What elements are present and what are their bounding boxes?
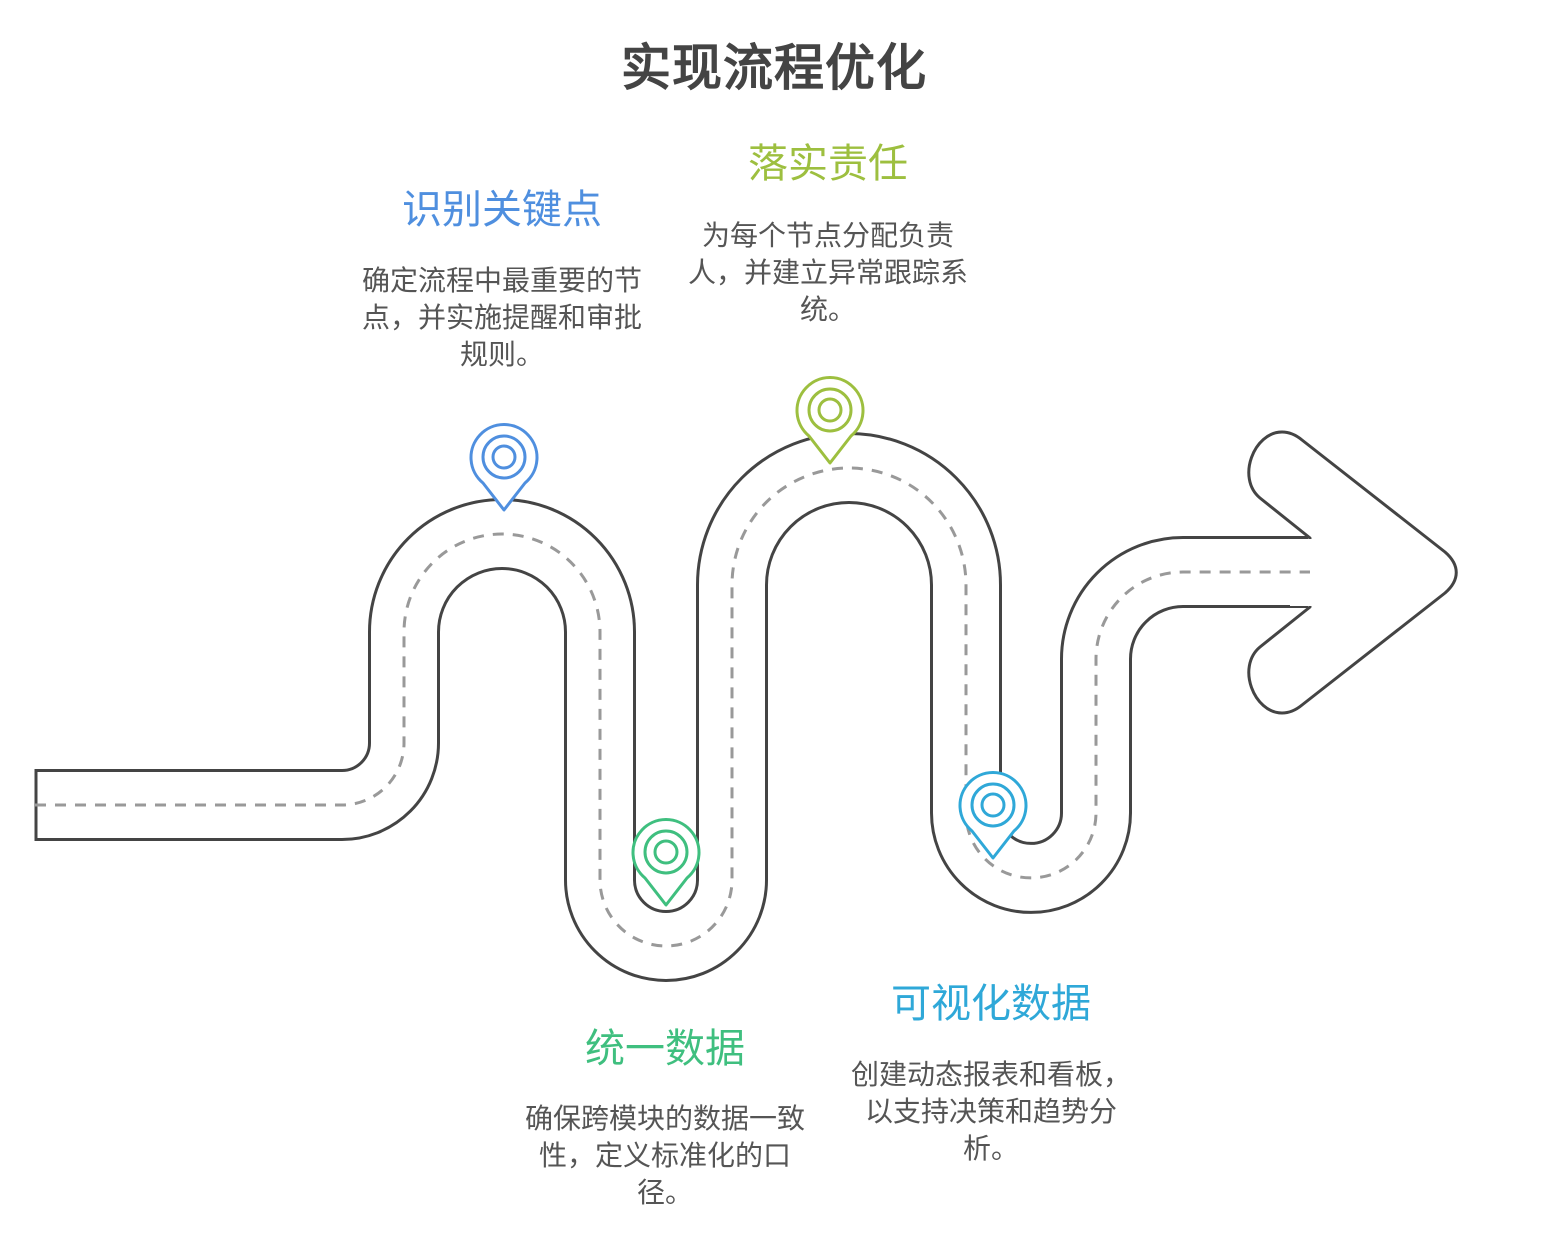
- step-3-description: 为每个节点分配负责人，并建立异常跟踪系统。: [688, 219, 969, 326]
- arrow-head-icon: [1247, 430, 1458, 715]
- page-title: 实现流程优化: [621, 39, 927, 97]
- step-1-title: 识别关键点: [402, 187, 602, 233]
- step-2-description: 确保跨模块的数据一致性，定义标准化的口径。: [525, 1102, 806, 1209]
- step-3-title: 落实责任: [748, 141, 908, 187]
- step-4-title: 可视化数据: [891, 981, 1091, 1027]
- location-pin-icon: [958, 771, 1028, 860]
- location-pin-icon: [469, 423, 539, 512]
- step-2-title: 统一数据: [585, 1026, 745, 1072]
- road-center-line: [35, 466, 1310, 948]
- step-1-description: 确定流程中最重要的节点，并实施提醒和审批规则。: [362, 264, 643, 371]
- location-pin-icon: [631, 818, 701, 907]
- location-pin-icon: [795, 376, 865, 465]
- step-4-description: 创建动态报表和看板，以支持决策和趋势分析。: [851, 1058, 1132, 1165]
